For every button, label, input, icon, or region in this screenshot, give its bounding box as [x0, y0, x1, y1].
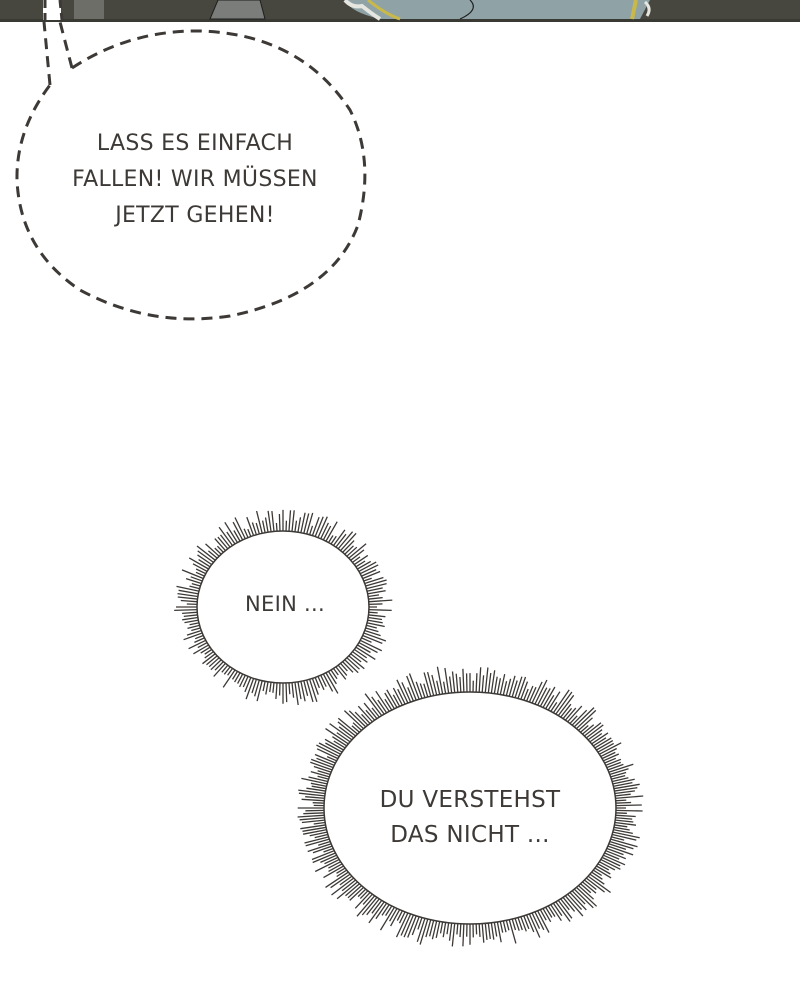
bubble-line: NEIN ...: [245, 592, 325, 616]
bubble-tail-gap: [43, 0, 61, 20]
bubble-line: DAS NICHT ...: [390, 822, 550, 848]
bubble-line: FALLEN! WIR MÜSSEN: [72, 167, 318, 192]
speech-bubble-text-1: LASS ES EINFACH FALLEN! WIR MÜSSEN JETZT…: [40, 126, 350, 234]
bubble-line: DU VERSTEHST: [379, 787, 561, 813]
spiky-bubble-du-verstehst: [297, 666, 644, 947]
speech-bubble-text-3: DU VERSTEHST DAS NICHT ...: [330, 783, 610, 853]
speech-bubble-text-2: NEIN ...: [200, 589, 370, 619]
dashed-speech-bubble: [15, 21, 367, 321]
bubble-line: LASS ES EINFACH: [96, 131, 294, 156]
spiky-bubble-nein: [174, 509, 393, 706]
bubble-line: JETZT GEHEN!: [115, 203, 275, 228]
comic-panel-strip: [0, 0, 800, 22]
